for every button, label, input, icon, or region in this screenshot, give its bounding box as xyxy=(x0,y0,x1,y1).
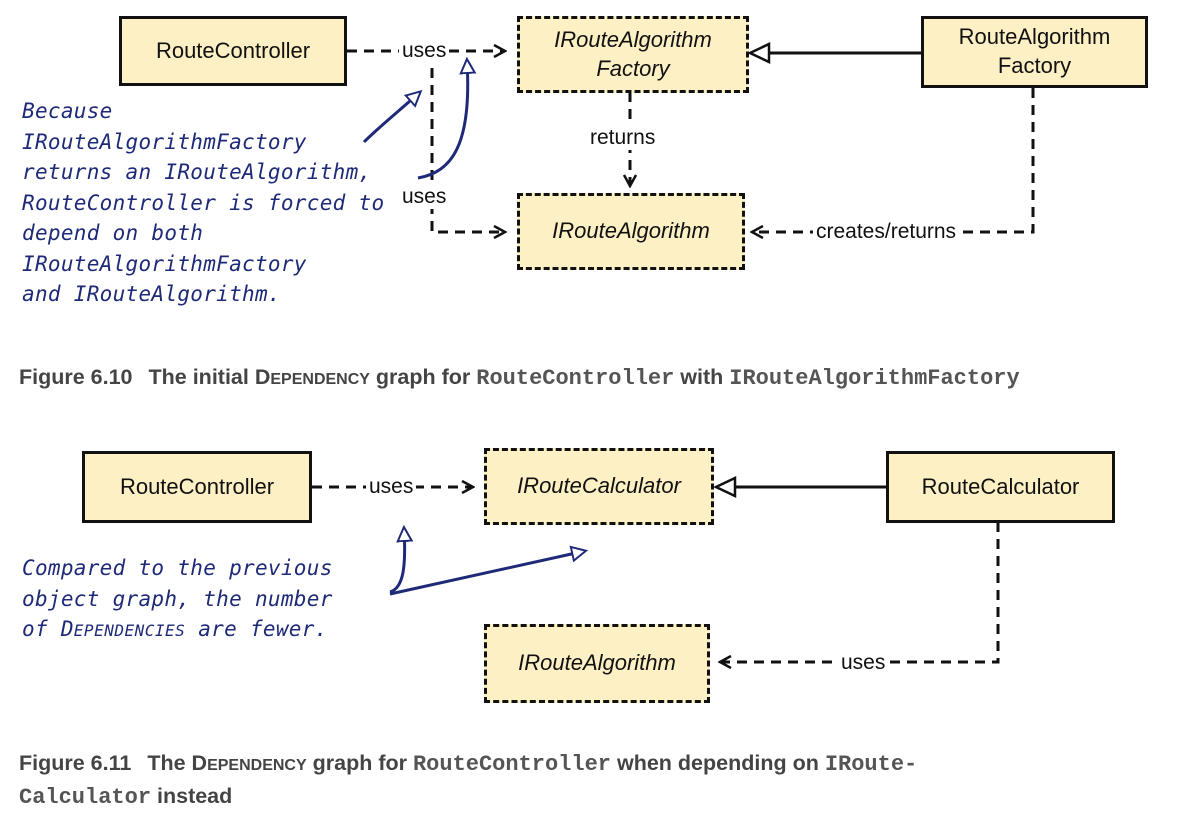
caption-code: IRouteAlgorithmFactory xyxy=(729,366,1020,391)
annotation-smallcaps: D xyxy=(60,617,74,641)
annotation-arrow-to-uses-line-2 xyxy=(389,524,414,594)
caption-text: with xyxy=(674,365,730,389)
uses-label-top-2: uses xyxy=(366,475,417,500)
factory-interface-label-line-2: Factory xyxy=(596,55,670,81)
caption-smallcaps: D xyxy=(191,751,208,775)
route-algorithm-label-2: IRouteAlgorithm xyxy=(518,650,676,676)
route-calculator-interface-label: IRouteCalculator xyxy=(517,473,681,499)
caption-code: IRoute- xyxy=(824,752,918,777)
edge-factory-creates-algorithm xyxy=(752,88,1035,232)
route-controller-box: RouteController xyxy=(119,16,347,86)
annotation-text: are fewer. xyxy=(185,617,328,641)
annotation-text: of xyxy=(22,617,61,641)
uses-label-bottom: uses xyxy=(399,185,450,210)
route-calculator-label: RouteCalculator xyxy=(921,473,1080,499)
route-controller-box-2: RouteController xyxy=(82,451,312,523)
figure-6-11-caption: Figure 6.11 The DEPENDENCY graph for Rout… xyxy=(19,748,1179,813)
route-algorithm-interface-box: IRouteAlgorithm xyxy=(517,193,745,270)
figure-6-10-caption: Figure 6.10 The initial DEPENDENCY graph … xyxy=(19,362,1020,395)
factory-interface-label-line-1: IRouteAlgorithm xyxy=(554,26,712,52)
annotation-fewer-dependencies: Compared to the previous object graph, t… xyxy=(22,553,333,647)
annotation-line: and IRouteAlgorithm. xyxy=(22,282,281,306)
caption-smallcaps: EPENDENCY xyxy=(270,371,370,388)
edge-controller-uses-route-algorithm xyxy=(430,51,505,232)
route-controller-label: RouteController xyxy=(155,37,311,63)
annotation-arrow-to-uses-line xyxy=(362,89,423,144)
caption-smallcaps: D xyxy=(254,365,271,389)
annotation-dependency-explanation: Because IRouteAlgorithmFactory returns a… xyxy=(22,96,384,310)
annotation-line: Compared to the previous xyxy=(22,556,333,580)
edge-calculator-uses-algorithm xyxy=(720,522,1000,662)
annotation-line: depend on both xyxy=(22,221,204,245)
route-algorithm-interface-box-2: IRouteAlgorithm xyxy=(484,624,710,703)
uses-label-top: uses xyxy=(399,39,450,64)
caption-text: The initial xyxy=(148,365,255,389)
caption-code: Calculator xyxy=(19,785,152,810)
returns-label: returns xyxy=(587,126,659,151)
caption-line-1: Figure 6.11 The DEPENDENCY graph for Rout… xyxy=(19,748,1179,781)
route-algorithm-factory-interface-box: IRouteAlgorithm Factory xyxy=(517,16,749,93)
route-algorithm-factory-box: RouteAlgorithm Factory xyxy=(921,16,1148,88)
caption-smallcaps: EPENDENCY xyxy=(207,757,307,774)
figure-number: Figure 6.11 xyxy=(19,751,132,775)
route-calculator-interface-box: IRouteCalculator xyxy=(484,448,714,525)
route-calculator-box: RouteCalculator xyxy=(886,451,1115,523)
caption-text: instead xyxy=(151,784,233,808)
annotation-line: RouteController is forced to xyxy=(22,190,385,215)
caption-line-2: Calculator instead xyxy=(19,781,1179,813)
uses-label-bottom-2: uses xyxy=(838,651,889,676)
annotation-line: Because xyxy=(22,99,113,123)
caption-code: RouteController xyxy=(412,752,612,777)
annotation-line: returns an IRouteAlgorithm, xyxy=(22,160,372,184)
annotation-line: IRouteAlgorithmFactory xyxy=(22,251,307,276)
caption-text: graph for xyxy=(306,751,413,775)
factory-label-line-2: Factory xyxy=(997,53,1072,78)
caption-text: graph for xyxy=(369,365,477,389)
caption-code: RouteController xyxy=(476,366,675,391)
figure-number: Figure 6.10 xyxy=(19,365,133,389)
route-algorithm-label: IRouteAlgorithm xyxy=(552,218,710,244)
route-controller-label-2: RouteController xyxy=(119,473,275,499)
factory-label-line-1: RouteAlgorithm xyxy=(958,24,1111,50)
creates-returns-label: creates/returns xyxy=(813,220,960,245)
caption-text: The xyxy=(147,751,192,775)
annotation-line: object graph, the number xyxy=(22,586,333,611)
caption-text: when depending on xyxy=(611,751,825,775)
annotation-line: IRouteAlgorithmFactory xyxy=(22,129,307,154)
annotation-line: of DEPENDENCIES are fewer. xyxy=(22,614,333,647)
annotation-smallcaps: EPENDENCIES xyxy=(73,621,186,640)
annotation-arrow-to-arrow xyxy=(417,56,477,180)
annotation-arrow-to-box-gap xyxy=(389,545,589,596)
